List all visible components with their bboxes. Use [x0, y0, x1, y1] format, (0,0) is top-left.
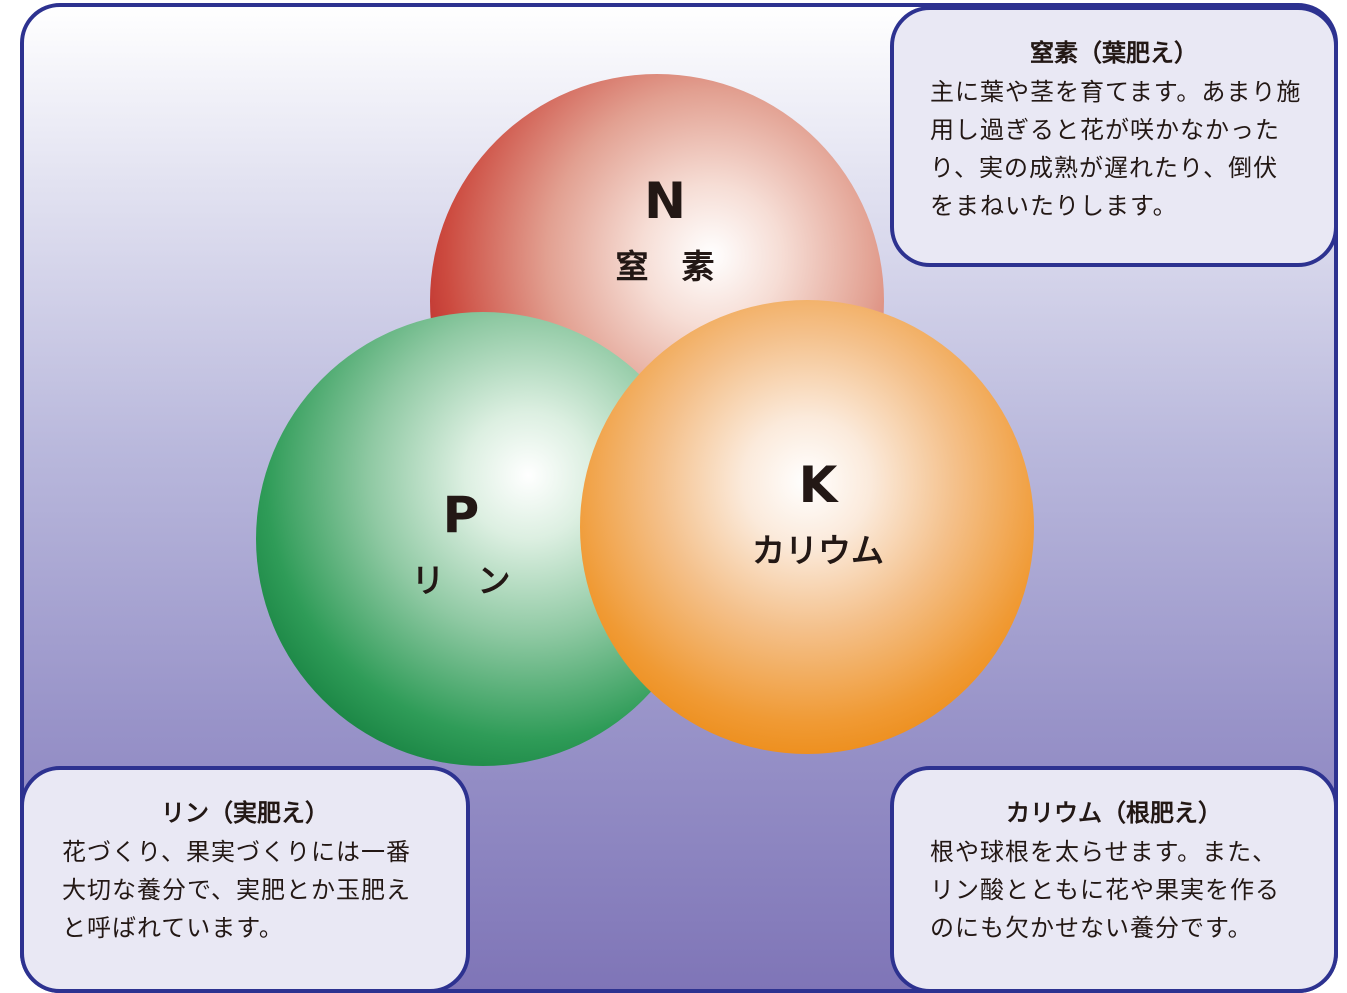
potassium-sphere — [580, 300, 1034, 754]
phosphorus-info-body: 花づくり、果実づくりには一番大切な養分で、実肥とか玉肥えと呼ばれています。 — [62, 838, 412, 943]
nitrogen-name: 窒 素 — [615, 247, 715, 286]
phosphorus-symbol: P — [442, 486, 480, 544]
nitrogen-info-title: 窒素（葉肥え） — [1030, 39, 1198, 67]
potassium-info-body: 根や球根を太らせます。また、リン酸とともに花や果実を作るのにも欠かせない養分です… — [930, 838, 1280, 943]
phosphorus-info-title: リン（実肥え） — [161, 799, 329, 827]
nitrogen-info-box: 窒素（葉肥え） 主に葉や茎を育てます。あまり施用し過ぎると花が咲かなかったり、実… — [890, 6, 1338, 267]
potassium-info-title: カリウム（根肥え） — [1006, 799, 1222, 827]
nitrogen-info-body: 主に葉や茎を育てます。あまり施用し過ぎると花が咲かなかったり、実の成熟が遅れたり… — [930, 78, 1302, 221]
potassium-name: カリウム — [752, 531, 884, 570]
phosphorus-info-box: リン（実肥え） 花づくり、果実づくりには一番大切な養分で、実肥とか玉肥えと呼ばれ… — [20, 766, 470, 993]
nitrogen-symbol: N — [644, 172, 686, 230]
potassium-symbol: K — [798, 456, 838, 514]
phosphorus-name: リ ン — [411, 561, 511, 600]
potassium-info-box: カリウム（根肥え） 根や球根を太らせます。また、リン酸とともに花や果実を作るのに… — [890, 766, 1338, 993]
